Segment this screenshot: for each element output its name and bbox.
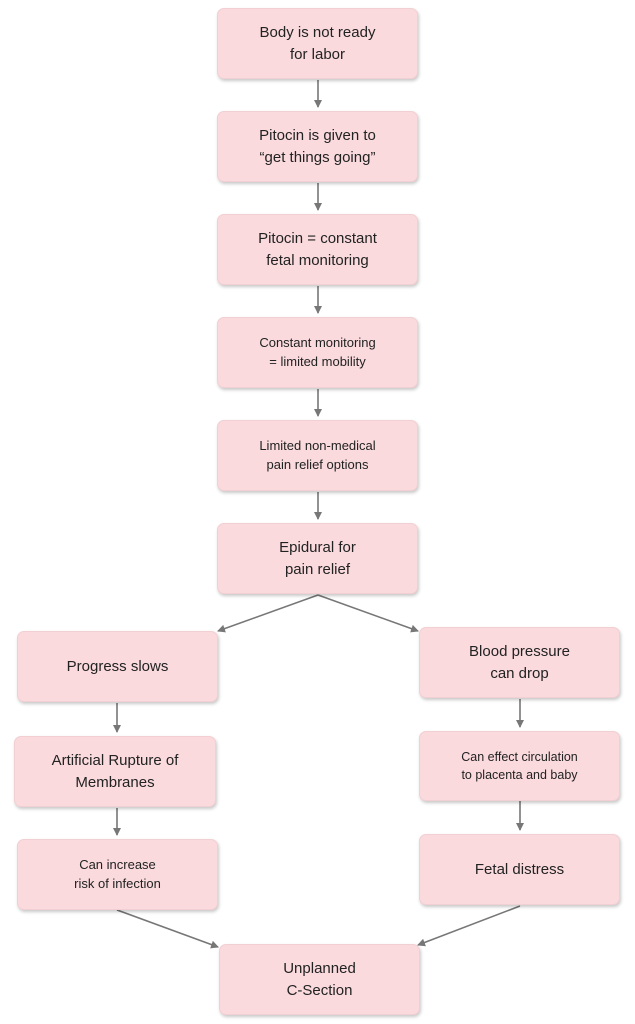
node-pitocin-monitoring-text: Pitocin = constant fetal monitoring [258, 229, 377, 269]
node-pitocin-given: Pitocin is given to “get things going” [217, 111, 418, 182]
node-bp-drop-text: Blood pressure can drop [469, 642, 570, 682]
node-bp-drop: Blood pressure can drop [419, 627, 620, 698]
node-constant-monitoring: Constant monitoring = limited mobility [217, 317, 418, 388]
node-circulation-text: Can effect circulation to placenta and b… [461, 749, 578, 782]
node-artificial-rupture-text: Artificial Rupture of Membranes [51, 751, 179, 791]
node-constant-monitoring-text: Constant monitoring = limited mobility [259, 334, 376, 369]
node-limited-relief: Limited non-medical pain relief options [217, 420, 418, 491]
arrow-epidural-to-progress-slows [217, 594, 319, 633]
node-body-not-ready-text: Body is not ready for labor [259, 23, 376, 63]
arrow-fetal-distress-to-c-section [417, 905, 521, 947]
node-pitocin-monitoring: Pitocin = constant fetal monitoring [217, 214, 418, 285]
node-fetal-distress: Fetal distress [419, 834, 620, 905]
node-artificial-rupture: Artificial Rupture of Membranes [14, 736, 216, 807]
node-c-section: Unplanned C-Section [219, 944, 420, 1015]
node-fetal-distress-text: Fetal distress [474, 860, 565, 878]
arrow-epidural-to-bp-drop [317, 594, 419, 633]
node-circulation: Can effect circulation to placenta and b… [419, 731, 620, 801]
node-body-not-ready: Body is not ready for labor [217, 8, 418, 79]
node-c-section-text: Unplanned C-Section [283, 959, 356, 999]
node-epidural: Epidural for pain relief [217, 523, 418, 594]
node-infection-risk-text: Can increase risk of infection [74, 856, 161, 891]
node-infection-risk: Can increase risk of infection [17, 839, 218, 910]
node-progress-slows-text: Progress slows [66, 657, 169, 675]
node-limited-relief-text: Limited non-medical pain relief options [259, 437, 376, 472]
arrow-infection-to-c-section [116, 909, 219, 949]
node-epidural-text: Epidural for pain relief [279, 538, 356, 578]
node-progress-slows: Progress slows [17, 631, 218, 702]
node-pitocin-given-text: Pitocin is given to “get things going” [259, 126, 376, 166]
